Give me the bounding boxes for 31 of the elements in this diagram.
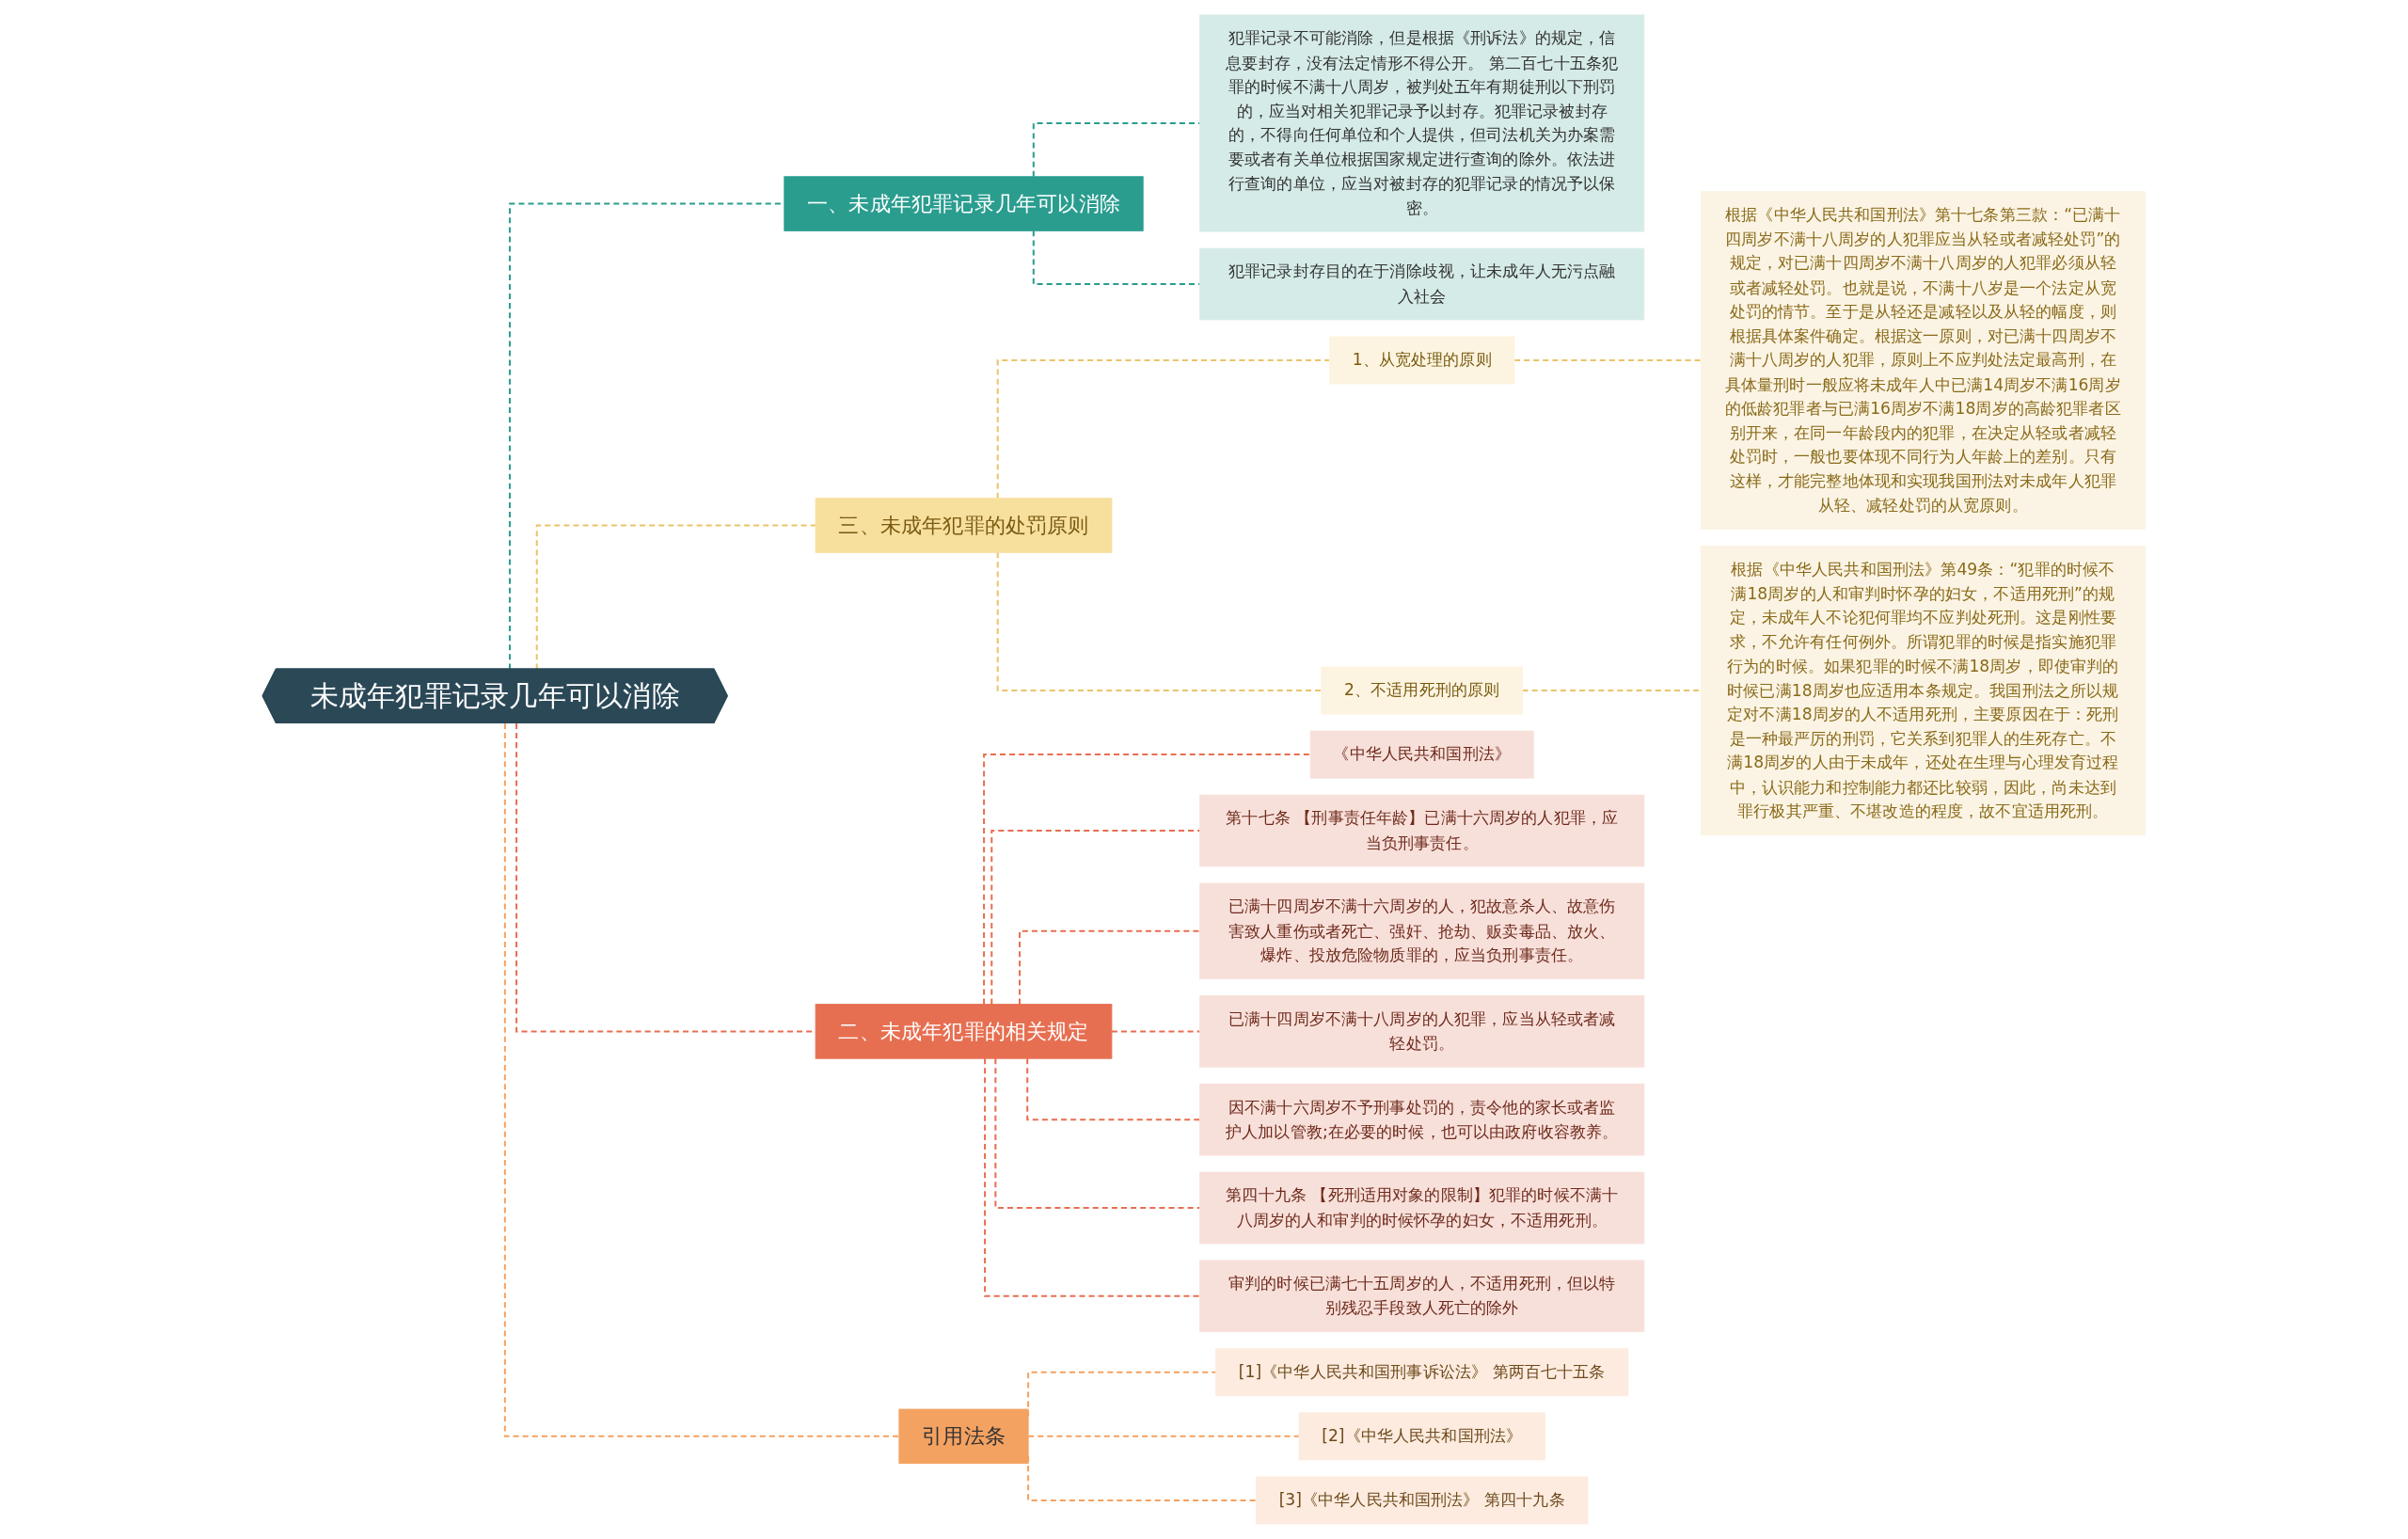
node-box [1215, 1348, 1629, 1397]
connector [996, 552, 1323, 692]
node-box [1298, 1412, 1546, 1461]
connector [996, 359, 1330, 499]
node-box [898, 1408, 1029, 1465]
node-box [1701, 545, 2147, 836]
node-box [1199, 1083, 1645, 1156]
connector [1019, 929, 1200, 1005]
connector [504, 722, 900, 1437]
node-box [815, 1004, 1113, 1059]
node-box [784, 176, 1144, 231]
connector [990, 830, 1200, 1005]
node-box [1309, 730, 1535, 779]
node-box [1321, 666, 1524, 715]
node-box [1199, 1171, 1645, 1245]
node-box [1199, 1260, 1645, 1333]
node-box [1199, 995, 1645, 1068]
node-box [1199, 247, 1645, 321]
node-box [1256, 1476, 1589, 1525]
node-box [1199, 794, 1645, 867]
node-box [1701, 191, 2147, 530]
connector [536, 524, 816, 670]
connector [983, 754, 1311, 1005]
node-box [1199, 14, 1645, 232]
node-box [815, 498, 1113, 553]
connector [984, 1058, 1200, 1297]
connector [1026, 1058, 1200, 1121]
node-box [1329, 336, 1515, 385]
mind-map: 未成年犯罪记录几年可以消除 一、未成年犯罪记录几年可以消除 犯罪记录不可能消除，但是根据《刑诉法》的规定，信息要封存，没有法定情形不得公开。 第二百七十五条犯罪的时候不满十八周岁，被判处五年有期徒刑以下刑罚的，应当对相关犯罪记录予以封存。犯罪记录被封存的，不得向任何单位和个人提供，但司法机关为办案需要或者有关单位根据国家规定进行查询的除外。依法进行查询的单位，应当对被封存的犯罪记录的情况予以保密。 犯罪记录封存目的在于消除歧视，让未成年人无污点融入社会 三、未成年犯罪的处罚原则 1、从宽处理的原则 根据《中华人民共和国刑法》第十七条第三款：“已满十四周岁不满十八周岁的人犯罪应当从轻或者减轻处罚”的规定，对已满十四周岁不满十八周岁的人犯罪必须从轻或者减轻处罚。也就是说，不满十八岁是一个法定从宽处罚的情节。至于是从轻还是减轻以及从轻的幅度，则根据具体案件确定。根据这一原则，对已满十四周岁不满十八周岁的人犯罪，原则上不应判处法定最高刑，在具体量刑时一般应将未成年人中已满14周岁不满16周岁的低龄犯罪者与已满16周岁不满18周岁的高龄犯罪者区别开来，在同一年龄段内的犯罪，在决定从轻或者减轻处罚时，一般也要体现不同行为人年龄上的差别。只有这样，才能完整地体现和实现我国刑法对未成年人犯罪从轻、减轻处罚的从宽原则。 2、不适用死刑的原则 根据《中华人民共和国刑法》第49条：“犯罪的时候不满18周岁的人和审判时怀孕的妇女，不适用死刑”的规定，未成年人不论犯何罪均不应判处死刑。这是刚性要求，不允许有任何例外。所谓犯罪的时候是指实施犯罪行为的时候。如果犯罪的时候不满18周岁，即使审判的时候已满18周岁也应适用本条规定。我国刑法之所以规定对不满18周岁的人不适用死刑，主要原因在于：死刑是一种最严厉的刑罚，它关系到犯罪人的生死存亡。不满18周岁的人由于未成年，还处在生理与心理发育过程中，认识能力和控制能力都还比较弱，因此，尚未达到罪行极其严重、不堪改造的程度，故不宜适用死刑。 二、未成年犯罪的相关规定 《中华人民共和国刑法》 第十七条 【刑事责任年龄】已满十六周岁的人犯罪，应当负刑事责任。 已满十四周岁不满十六周岁的人，犯故意杀人、故意伤害致人重伤或者死亡、强奸、抢劫、贩卖毒品、放火、爆炸、投放危险物质罪的，应当负刑事责任。 已满十四周岁不满十八周岁的人犯罪，应当从轻或者减轻处罚。 因不满十六周岁不予刑事处罚的，责令他的家长或者监护人加以管教;在必要的时候，也可以由政府收容教养。 第四十九条 【死刑适用对象的限制】犯罪的时候不满十八周岁的人和审判的时候怀孕的妇女，不适用死刑。 审判的时候已满七十五周岁的人，不适用死刑，但以特别残忍手段致人死亡的除外 引用法条 [1]《中华人民共和国刑事诉讼法》 第两百七十五条 [2]《中华人民共和国刑法》 [3]《中华人民共和国刑法》 第四十九条 [255, 8, 2153, 1531]
node-box [1199, 882, 1645, 979]
connector [994, 1058, 1200, 1210]
